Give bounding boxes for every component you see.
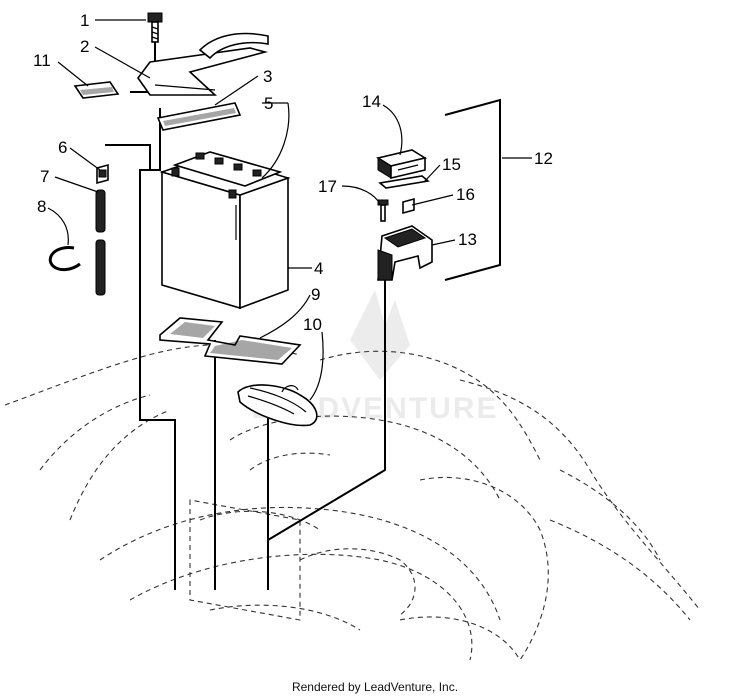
footer-credit: Rendered by LeadVenture, Inc. xyxy=(291,680,459,694)
clip xyxy=(96,163,109,185)
fuse-block xyxy=(375,149,428,180)
callout-15: 15 xyxy=(442,155,461,174)
callout-7: 7 xyxy=(40,167,49,186)
screw xyxy=(377,199,389,222)
ring-clamp xyxy=(48,246,81,272)
vehicle-body-outline xyxy=(4,344,701,661)
vent-tube xyxy=(95,189,106,296)
callout-17: 17 xyxy=(318,177,337,196)
callout-16: 16 xyxy=(456,185,475,204)
bolt xyxy=(147,12,163,43)
callout-11: 11 xyxy=(33,51,51,70)
callout-10: 10 xyxy=(303,315,322,334)
battery-mat xyxy=(159,317,302,365)
leader-lines xyxy=(47,19,532,401)
pad-small xyxy=(73,81,120,99)
assembly-lines xyxy=(105,40,501,590)
terminal-boot xyxy=(237,384,318,427)
callout-5: 5 xyxy=(264,94,273,113)
callout-6: 6 xyxy=(58,138,67,157)
fuse-plate xyxy=(378,175,430,189)
callout-4: 4 xyxy=(314,259,323,278)
callout-3: 3 xyxy=(263,67,272,86)
pad-strip xyxy=(156,102,242,131)
battery xyxy=(159,151,291,310)
hold-down-strap xyxy=(137,32,269,96)
callout-12: 12 xyxy=(534,149,553,168)
callout-9: 9 xyxy=(311,285,320,304)
fuse-holder xyxy=(377,225,433,281)
callout-labels: 1 2 11 3 5 6 7 8 4 9 10 14 15 12 17 16 1… xyxy=(33,11,553,334)
fuse-clip xyxy=(402,197,415,215)
callout-14: 14 xyxy=(362,92,381,111)
callout-1: 1 xyxy=(80,11,89,30)
callout-13: 13 xyxy=(458,230,477,249)
callout-8: 8 xyxy=(37,197,46,216)
callout-2: 2 xyxy=(80,37,89,56)
